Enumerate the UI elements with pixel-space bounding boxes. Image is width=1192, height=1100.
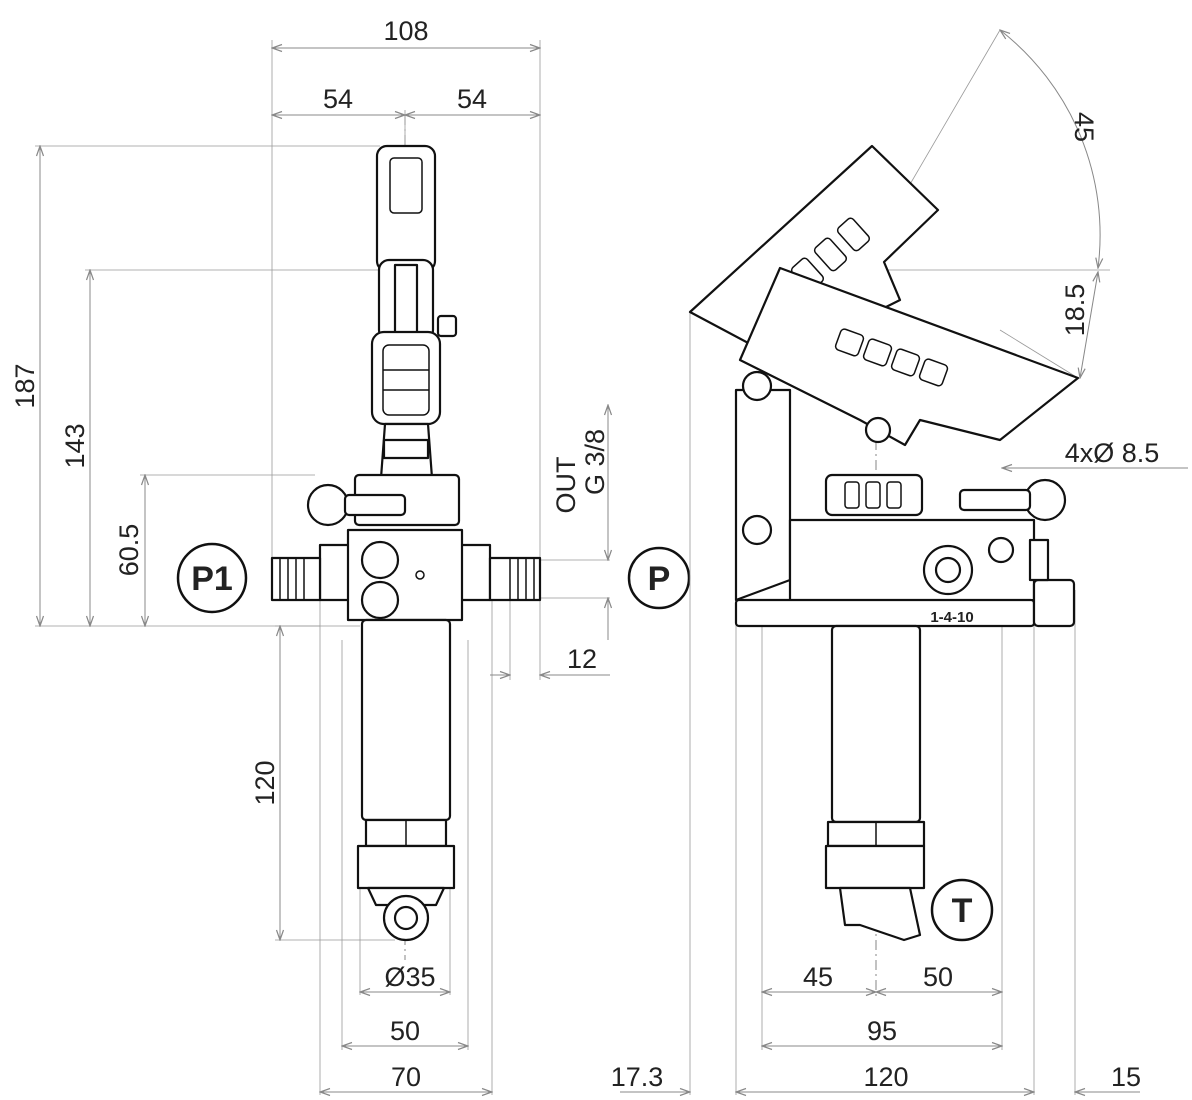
base-plate bbox=[734, 598, 1036, 628]
dim-body-width: 70 bbox=[391, 1062, 421, 1092]
dim-height-port: 60.5 bbox=[114, 524, 144, 577]
port-p1-badge: P1 bbox=[176, 542, 248, 614]
pivot-arm bbox=[734, 388, 792, 602]
model-marking: 1-4-10 bbox=[930, 609, 973, 626]
dim-width-total: 108 bbox=[383, 16, 428, 46]
side-pump-body bbox=[688, 144, 1080, 942]
side-cylinder bbox=[830, 624, 922, 824]
label-out: OUT bbox=[551, 457, 581, 514]
dim-port-offset: 12 bbox=[567, 644, 597, 674]
dim-offset-left: 17.3 bbox=[611, 1062, 664, 1092]
side-view: 45 18.5 4xØ 8.5 17.3 120 15 95 45 50 1-4… bbox=[611, 30, 1188, 1095]
handle-grip bbox=[375, 144, 437, 273]
dim-mounting-holes: 4xØ 8.5 bbox=[1065, 438, 1160, 468]
port-t-badge: T bbox=[930, 878, 994, 942]
front-view: 108 54 54 187 143 60.5 120 Ø35 50 70 12 … bbox=[10, 16, 691, 1095]
dim-flange-width: 15 bbox=[1111, 1062, 1141, 1092]
tank-fitting bbox=[838, 886, 922, 942]
port-p-label: P bbox=[648, 560, 671, 598]
label-thread: G 3/8 bbox=[580, 429, 610, 495]
front-cylinder bbox=[360, 618, 452, 822]
handle-plate-lowered bbox=[738, 266, 1080, 447]
dim-hole-right: 50 bbox=[923, 962, 953, 992]
upper-housing bbox=[824, 473, 924, 517]
dim-hole-left: 45 bbox=[803, 962, 833, 992]
release-knob bbox=[306, 483, 350, 527]
front-pump-body bbox=[270, 144, 542, 942]
dim-hole-spacing: 95 bbox=[867, 1016, 897, 1046]
dim-width-right: 54 bbox=[457, 84, 487, 114]
handle-socket bbox=[370, 330, 442, 426]
port-p-badge: P bbox=[627, 546, 691, 610]
dim-base-width: 50 bbox=[390, 1016, 420, 1046]
dim-width-left: 54 bbox=[323, 84, 353, 114]
dim-side-width: 120 bbox=[863, 1062, 908, 1092]
port-p-fitting bbox=[488, 556, 542, 602]
dim-height-handle: 143 bbox=[60, 423, 90, 468]
dim-swing-angle: 45 bbox=[1069, 112, 1099, 142]
dim-cylinder-length: 120 bbox=[250, 760, 280, 805]
port-p1-label: P1 bbox=[191, 560, 233, 598]
side-port-fitting bbox=[1032, 578, 1076, 628]
dim-swing-height: 18.5 bbox=[1060, 284, 1090, 337]
dim-height-total: 187 bbox=[10, 363, 40, 408]
port-t-label: T bbox=[952, 892, 973, 930]
dim-cylinder-diameter: Ø35 bbox=[384, 962, 435, 992]
